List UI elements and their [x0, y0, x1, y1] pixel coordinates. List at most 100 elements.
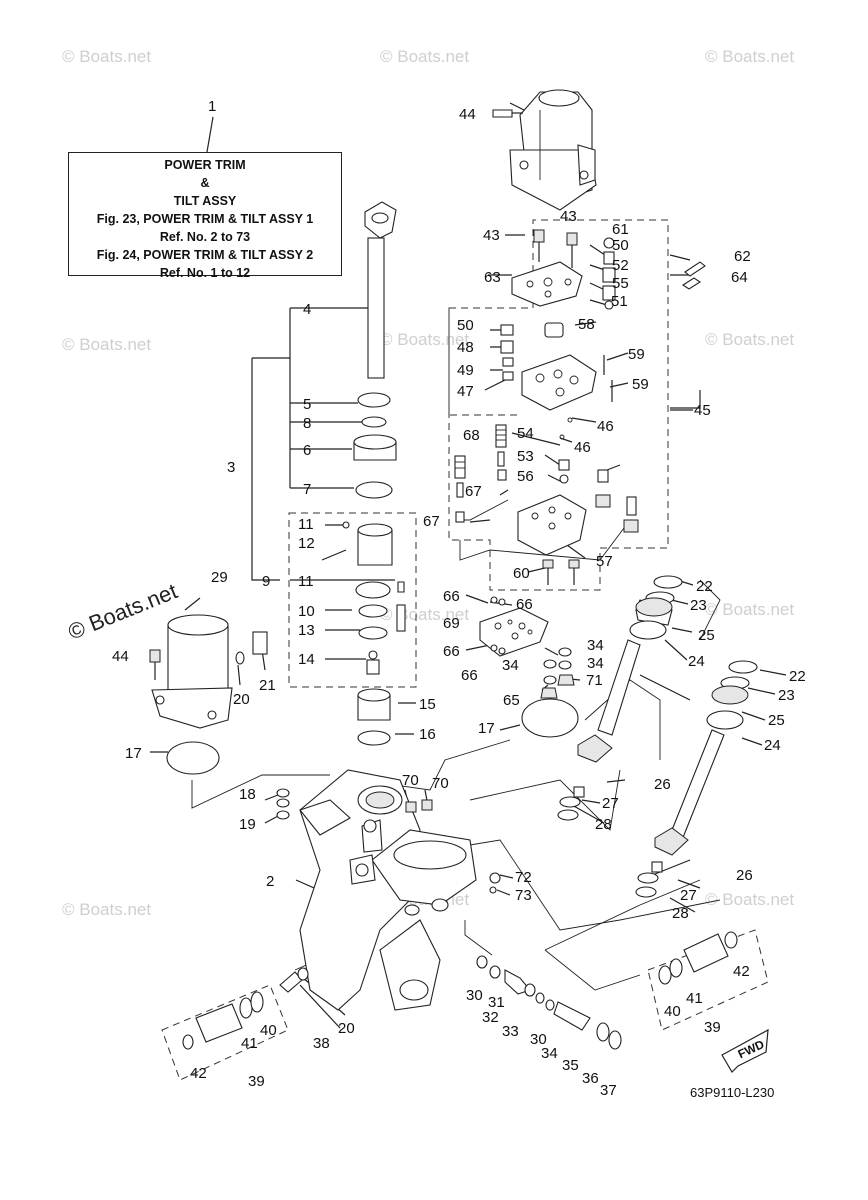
- callout: 39: [248, 1073, 265, 1090]
- callout: 24: [764, 737, 781, 754]
- cylinder-cap-upper: [597, 575, 683, 736]
- callout: 8: [303, 415, 311, 432]
- callout: 37: [600, 1082, 617, 1099]
- callout: 66: [443, 643, 460, 660]
- watermark: © Boats.net: [62, 900, 151, 919]
- callout: 26: [736, 867, 753, 884]
- watermark-large: © Boats.net: [65, 578, 181, 644]
- callout: 62: [734, 248, 751, 265]
- callout: 5: [303, 396, 311, 413]
- watermark: © Boats.net: [62, 335, 151, 354]
- callout: 51: [611, 293, 628, 310]
- callout: 58: [578, 316, 595, 333]
- callout: 39: [704, 1019, 721, 1036]
- valve-block-45: [500, 322, 613, 440]
- callout: 34: [587, 655, 604, 672]
- callout: 21: [259, 677, 276, 694]
- cylinder-cap-lower: [669, 660, 758, 841]
- bolts-43: [533, 229, 578, 268]
- callout: 28: [595, 816, 612, 833]
- callout: 23: [690, 597, 707, 614]
- orings-34: [540, 647, 575, 699]
- callout: 38: [313, 1035, 330, 1052]
- callout: 48: [457, 339, 474, 356]
- watermark: © Boats.net: [380, 47, 469, 66]
- springs-68: [454, 424, 570, 523]
- trim-rod-stack: [321, 201, 406, 746]
- callout: 22: [789, 668, 806, 685]
- valve-38-and-group-39: [182, 967, 309, 1050]
- callout: 65: [503, 692, 520, 709]
- watermark: © Boats.net: [380, 330, 469, 349]
- callout: 28: [672, 905, 689, 922]
- callout: 68: [463, 427, 480, 444]
- callout: 24: [688, 653, 705, 670]
- callout: 17: [125, 745, 142, 762]
- callout: 66: [443, 588, 460, 605]
- valve-body-57: [517, 464, 639, 585]
- callout: 12: [298, 535, 315, 552]
- ref-fig24-range: Ref. No. 1 to 12: [159, 266, 251, 280]
- oring-17-left: [166, 741, 220, 775]
- callout: 45: [694, 402, 711, 419]
- callout: 13: [298, 622, 315, 639]
- callout: 4: [303, 301, 311, 318]
- callout: 52: [612, 257, 629, 274]
- callout: 42: [733, 963, 750, 980]
- callout: 11: [298, 573, 314, 590]
- callout: 59: [628, 346, 645, 363]
- callout: 22: [696, 578, 713, 595]
- oring-17-right: [521, 698, 579, 738]
- callout: 11: [298, 516, 314, 533]
- callout: 66: [461, 667, 478, 684]
- fwd-label: FWD: [736, 1037, 767, 1061]
- ref-fig23: Fig. 23, POWER TRIM & TILT ASSY 1: [96, 212, 314, 226]
- callout-numbers: 1 2 3 4 5 6 7 8 9 10 11 11 12 13 14 15 1…: [112, 98, 806, 1099]
- callout: 67: [465, 483, 482, 500]
- callout: 14: [298, 651, 315, 668]
- callout: 6: [303, 442, 311, 459]
- ref-title-line2: &: [200, 176, 210, 190]
- callout: 29: [211, 569, 228, 586]
- watermark: © Boats.net: [705, 890, 794, 909]
- motor-29: [149, 614, 268, 729]
- callout: 33: [502, 1023, 519, 1040]
- callout: 73: [515, 887, 532, 904]
- callout: 42: [190, 1065, 207, 1082]
- callout: 35: [562, 1057, 579, 1074]
- assembly-connectors: [191, 499, 721, 991]
- callout: 55: [612, 275, 629, 292]
- watermark: © Boats.net: [62, 47, 151, 66]
- callout: 66: [516, 596, 533, 613]
- callout: 40: [260, 1022, 277, 1039]
- callout: 64: [731, 269, 748, 286]
- small-parts-18-19: [276, 788, 290, 820]
- callout: 59: [632, 376, 649, 393]
- callout: 70: [432, 775, 449, 792]
- group-39-right: [658, 931, 738, 985]
- callout-1: 1: [208, 98, 216, 115]
- callout: 20: [233, 691, 250, 708]
- manual-valve-parts: [476, 955, 622, 1050]
- valve-parts-right: [602, 237, 706, 310]
- callout: 41: [686, 990, 703, 1007]
- callout: 34: [587, 637, 604, 654]
- callout: 10: [298, 603, 315, 620]
- callout: 25: [768, 712, 785, 729]
- callout: 61: [612, 221, 629, 238]
- callout: 49: [457, 362, 474, 379]
- ref-fig24: Fig. 24, POWER TRIM & TILT ASSY 2: [96, 248, 314, 262]
- callout: 44: [112, 648, 129, 665]
- main-housing-2: [299, 769, 501, 1011]
- trim-motor-top: [492, 89, 597, 211]
- callout: 15: [419, 696, 436, 713]
- ref-title-line1: POWER TRIM: [164, 158, 246, 172]
- watermark: © Boats.net: [705, 47, 794, 66]
- callout: 30: [530, 1031, 547, 1048]
- callout: 43: [560, 208, 577, 225]
- fwd-arrow: FWD: [721, 1028, 769, 1073]
- callout: 70: [402, 772, 419, 789]
- callout: 71: [586, 672, 603, 689]
- callout: 27: [680, 887, 697, 904]
